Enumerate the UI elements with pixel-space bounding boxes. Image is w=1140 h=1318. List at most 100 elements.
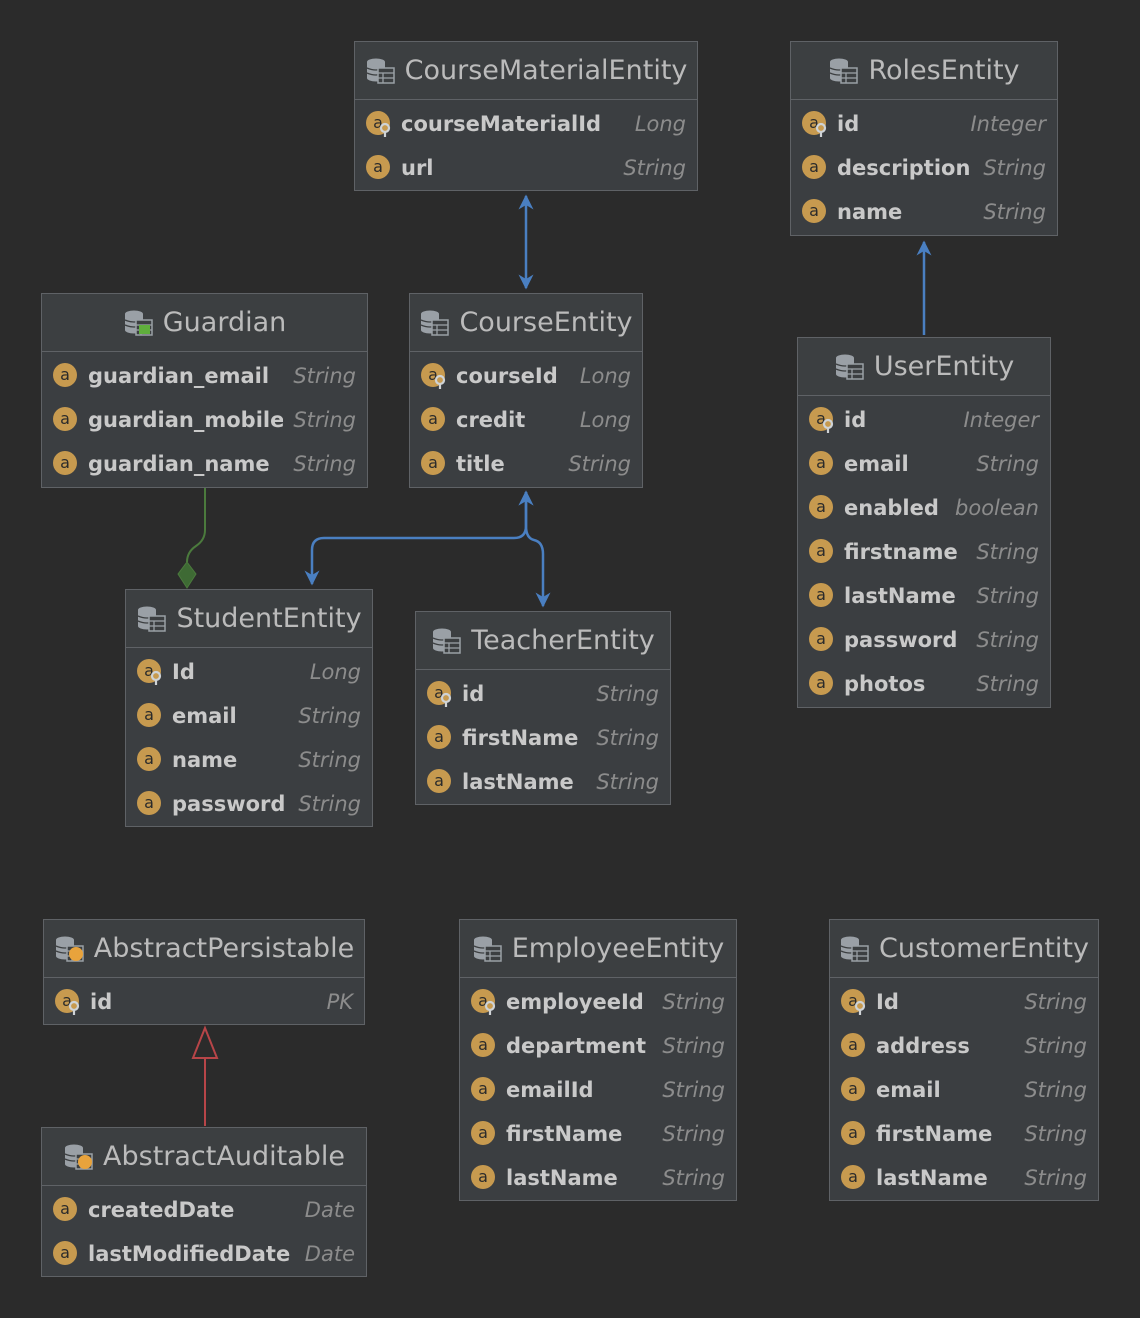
entity-header[interactable]: CourseMaterialEntity (355, 42, 697, 100)
field-name: guardian_email (88, 364, 270, 388)
attribute-icon: a (53, 1197, 77, 1221)
entity-header[interactable]: UserEntity (798, 338, 1050, 396)
entity-title: TeacherEntity (471, 625, 655, 656)
entity-header[interactable]: AbstractPersistable (44, 920, 364, 978)
svg-text:a: a (60, 1243, 70, 1262)
svg-text:a: a (478, 1035, 488, 1054)
entity-header[interactable]: TeacherEntity (416, 612, 670, 670)
table-icon (432, 628, 461, 654)
key-attribute-icon: a (366, 111, 391, 137)
svg-text:a: a (478, 991, 488, 1010)
field-name: courseMaterialId (401, 112, 602, 136)
key-attribute-icon: a (137, 659, 162, 685)
entity-header[interactable]: StudentEntity (126, 590, 372, 648)
attribute-icon: a (471, 1165, 495, 1189)
field-name: name (172, 748, 238, 772)
entity-header[interactable]: Guardian (42, 294, 367, 352)
attribute-icon: a (471, 1033, 495, 1057)
field-name: guardian_mobile (88, 408, 284, 432)
field-name: id (844, 408, 867, 432)
table-green-icon (124, 310, 153, 336)
entity-header[interactable]: EmployeeEntity (460, 920, 736, 978)
entity-header[interactable]: CustomerEntity (830, 920, 1098, 978)
svg-text:a: a (62, 991, 72, 1010)
entity-header[interactable]: RolesEntity (791, 42, 1057, 100)
svg-text:a: a (816, 585, 826, 604)
table-icon (366, 58, 395, 84)
field-name: firstname (844, 540, 958, 564)
table-icon (840, 936, 869, 962)
entity-header[interactable]: AbstractAuditable (42, 1128, 366, 1186)
field-type: String (662, 1034, 725, 1058)
svg-text:a: a (373, 113, 383, 132)
svg-text:a: a (816, 541, 826, 560)
field-name: Id (876, 990, 899, 1014)
attribute-icon: a (427, 769, 451, 793)
field-type: String (298, 792, 361, 816)
key-attribute-icon: a (841, 989, 866, 1015)
attribute-icon: a (427, 725, 451, 749)
attribute-icon: a (53, 1241, 77, 1265)
entity-header[interactable]: CourseEntity (410, 294, 642, 352)
field-name: lastName (462, 770, 574, 794)
field-name: id (837, 112, 860, 136)
field-type: String (1024, 1078, 1087, 1102)
field-name: description (837, 156, 971, 180)
